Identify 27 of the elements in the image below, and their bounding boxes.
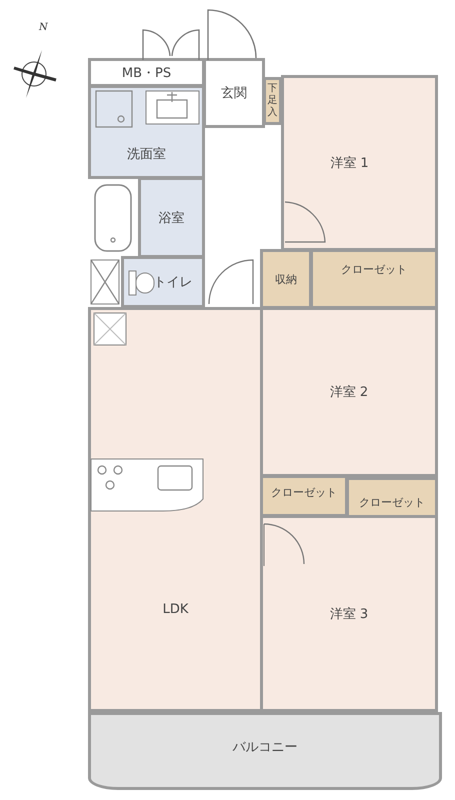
bedroom xyxy=(260,515,438,712)
bathroom xyxy=(138,177,205,258)
meter-box-room xyxy=(88,58,205,87)
entrance-area xyxy=(203,58,265,128)
shoe-cabinet xyxy=(263,77,282,125)
room-label: クローゼット xyxy=(341,262,407,276)
balcony xyxy=(88,712,442,790)
room-label: LDK xyxy=(162,602,188,617)
room-label: 洋室 3 xyxy=(330,606,368,622)
room-label: 下足入 xyxy=(268,83,278,119)
room-label: 玄関 xyxy=(221,85,247,102)
storage-room xyxy=(260,249,312,309)
north-label: N xyxy=(39,22,48,33)
room-label: 収納 xyxy=(275,272,297,286)
room-label: 洗面室 xyxy=(127,146,166,163)
room-label: バルコニー xyxy=(232,739,298,756)
bedroom xyxy=(260,307,438,477)
room-label: クローゼット xyxy=(359,494,425,510)
room-label: トイレ xyxy=(154,274,192,291)
closet xyxy=(310,249,438,309)
closet xyxy=(260,475,348,517)
room-label: 浴室 xyxy=(158,210,184,226)
room-label: 洋室 1 xyxy=(330,155,369,172)
room-label: 洋室 2 xyxy=(330,384,368,401)
bedroom xyxy=(281,75,438,251)
room-label: MB・PS xyxy=(122,64,172,82)
room-label: クローゼット xyxy=(271,484,337,500)
